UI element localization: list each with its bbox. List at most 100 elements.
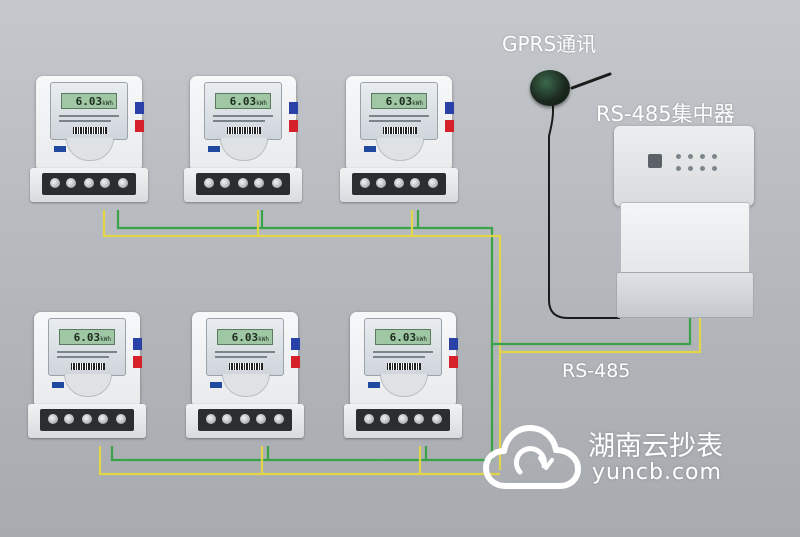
- meter-blue-seal: [289, 102, 298, 114]
- terminal-screw: [376, 178, 386, 188]
- meter-terminal: [340, 168, 458, 202]
- meter-terminal-block: [356, 409, 450, 431]
- meter-nameplate-line: [59, 120, 111, 122]
- meter-nameplate-line: [213, 120, 265, 122]
- terminal-screw: [84, 178, 94, 188]
- meter-display: 6.03kWh: [215, 93, 271, 109]
- terminal-screw: [118, 178, 128, 188]
- meter-barcode: [227, 127, 261, 134]
- meter-nameplate-line: [57, 351, 117, 353]
- meter-red-seal: [445, 120, 454, 132]
- meter-reading: 6.03: [73, 331, 101, 344]
- meter-reading: 6.03: [385, 95, 413, 108]
- meter-body: 6.03kWh: [36, 76, 144, 172]
- terminal-screw: [254, 178, 264, 188]
- rs485-bus-label: RS-485: [562, 360, 631, 382]
- meter-body: 6.03kWh: [346, 76, 454, 172]
- terminal-screw: [100, 178, 110, 188]
- meter-nameplate-line: [373, 356, 425, 358]
- meter-blue-seal: [449, 338, 458, 350]
- rs485-concentrator: [614, 126, 754, 318]
- meter-cover-arch: [222, 374, 270, 397]
- meter-terminal: [30, 168, 148, 202]
- meter-blue-seal: [445, 102, 454, 114]
- terminal-screw: [380, 414, 390, 424]
- terminal-screw: [50, 178, 60, 188]
- meter-unit: kWh: [412, 100, 423, 107]
- meter-unit: kWh: [256, 100, 267, 107]
- meter-red-seal: [449, 356, 458, 368]
- status-led: [688, 166, 693, 171]
- terminal-screw: [206, 414, 216, 424]
- terminal-screw: [394, 178, 404, 188]
- meter-blue-seal: [291, 338, 300, 350]
- meter-display: 6.03kWh: [375, 329, 431, 345]
- terminal-screw: [238, 178, 248, 188]
- watermark-title: 湖南云抄表: [588, 431, 723, 462]
- meter-nameplate-line: [373, 351, 433, 353]
- meter-nameplate-line: [213, 115, 273, 117]
- terminal-screw: [204, 178, 214, 188]
- meter-unit: kWh: [102, 100, 113, 107]
- meter-cover-arch: [66, 138, 114, 161]
- concentrator-terminal-cover: [616, 272, 754, 318]
- electricity-meter-2: 6.03kWh: [184, 76, 302, 218]
- meter-window: 6.03kWh: [206, 318, 284, 376]
- status-led: [700, 154, 705, 159]
- meter-cover-arch: [376, 138, 424, 161]
- meter-red-seal: [135, 120, 144, 132]
- status-led: [688, 154, 693, 159]
- meter-nameplate-line: [57, 356, 109, 358]
- meter-body: 6.03kWh: [350, 312, 458, 408]
- meter-cover-arch: [220, 138, 268, 161]
- gprs-label: GPRS通讯: [502, 32, 597, 56]
- wire-green-bus: [492, 318, 692, 346]
- status-led: [712, 154, 717, 159]
- terminal-screw: [222, 414, 232, 424]
- meter-window: 6.03kWh: [364, 318, 442, 376]
- terminal-screw: [48, 414, 58, 424]
- terminal-screw: [360, 178, 370, 188]
- meter-barcode: [71, 363, 105, 370]
- meter-barcode: [387, 363, 421, 370]
- meter-display: 6.03kWh: [371, 93, 427, 109]
- meter-terminal-block: [42, 173, 136, 195]
- electricity-meter-1: 6.03kWh: [30, 76, 148, 218]
- status-led: [676, 166, 681, 171]
- antenna-base: [530, 70, 570, 106]
- terminal-screw: [364, 414, 374, 424]
- meter-nameplate-line: [59, 115, 119, 117]
- meter-display: 6.03kWh: [217, 329, 273, 345]
- meter-terminal-block: [40, 409, 134, 431]
- meter-terminal-block: [198, 409, 292, 431]
- meter-nameplate-line: [215, 351, 275, 353]
- meter-display: 6.03kWh: [59, 329, 115, 345]
- meter-body: 6.03kWh: [192, 312, 300, 408]
- status-led: [712, 166, 717, 171]
- antenna-whip: [570, 72, 612, 90]
- meter-nameplate-line: [369, 115, 429, 117]
- terminal-screw: [410, 178, 420, 188]
- meter-terminal: [28, 404, 146, 438]
- electricity-meter-6: 6.03kWh: [344, 312, 462, 454]
- meter-terminal: [184, 168, 302, 202]
- meter-nameplate-line: [369, 120, 421, 122]
- meter-body: 6.03kWh: [190, 76, 298, 172]
- wire-yellow-bottom: [98, 446, 500, 476]
- terminal-screw: [272, 178, 282, 188]
- meter-terminal-block: [196, 173, 290, 195]
- terminal-screw: [414, 414, 424, 424]
- meter-window: 6.03kWh: [360, 82, 438, 140]
- watermark-url: yuncb.com: [592, 460, 722, 485]
- wire-yellow-bus: [500, 318, 702, 354]
- terminal-screw: [274, 414, 284, 424]
- concentrator-cover: [614, 126, 754, 206]
- terminal-screw: [98, 414, 108, 424]
- concentrator-panel: [620, 202, 750, 276]
- meter-cover-arch: [380, 374, 428, 397]
- meter-nameplate-line: [215, 356, 267, 358]
- meter-window: 6.03kWh: [48, 318, 126, 376]
- concentrator-label: RS-485集中器: [596, 102, 735, 126]
- terminal-screw: [64, 414, 74, 424]
- meter-reading: 6.03: [389, 331, 417, 344]
